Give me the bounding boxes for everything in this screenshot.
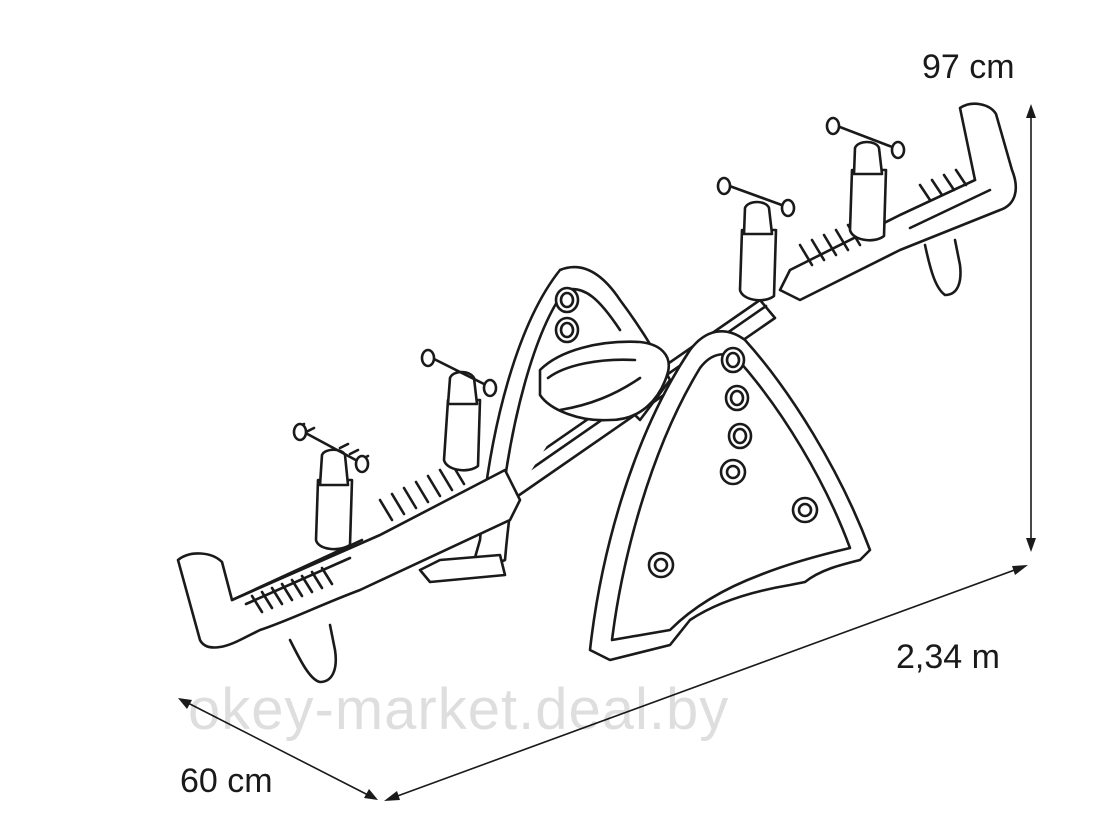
- length-dimension-label: 2,34 m: [896, 638, 1000, 676]
- height-dimension-label: 97 cm: [922, 48, 1015, 86]
- left-seat: [176, 462, 522, 684]
- handle-left-outer: [292, 422, 370, 551]
- right-seat: [778, 102, 1017, 302]
- height-arrow: [1026, 104, 1036, 552]
- front-support-leg: [588, 330, 872, 662]
- center-hub: [538, 340, 671, 422]
- width-dimension-label: 60 cm: [180, 762, 273, 800]
- handle-right-inner: [716, 176, 796, 302]
- handle-right-outer: [825, 116, 906, 242]
- width-arrow: [178, 698, 378, 800]
- handle-left-inner: [420, 348, 498, 472]
- length-arrow: [384, 565, 1028, 801]
- watermark-text: okey-market.deal.by: [188, 677, 730, 742]
